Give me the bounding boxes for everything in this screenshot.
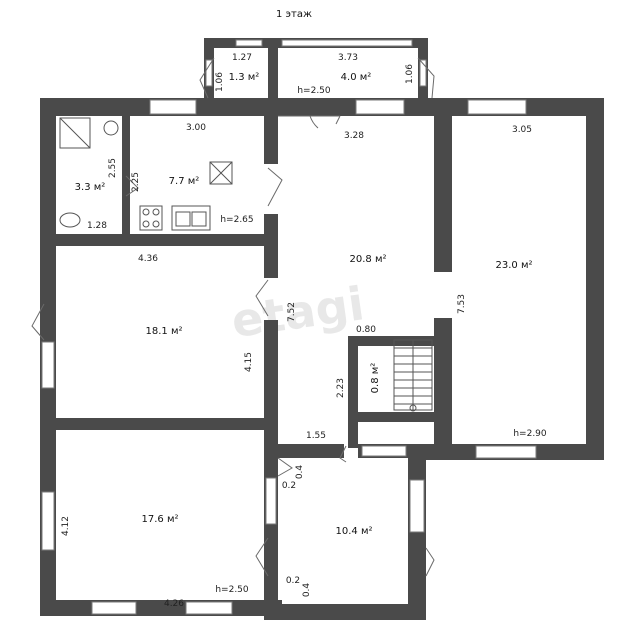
room-area-bath: 3.3 м² (75, 182, 106, 193)
dim-label: 0.80 (356, 325, 376, 335)
dimensions: 1.27 3.73 1.06 1.06 h=2.50 3.00 3.28 3.0… (61, 53, 547, 609)
dim-label: 0.4 (302, 583, 312, 598)
dim-label: 0.2 (286, 576, 300, 586)
windows (41, 39, 537, 615)
dim-label: 7.53 (457, 294, 467, 314)
dim-label: 1.28 (87, 221, 107, 231)
room-area-porch-small: 1.3 м² (229, 72, 260, 83)
dim-label: 1.27 (232, 53, 252, 63)
fixtures (59, 117, 433, 412)
dim-label: 2.55 (108, 158, 118, 178)
room-area-hall: 20.8 м² (350, 254, 387, 265)
dim-label: h=2.90 (513, 429, 547, 439)
toilet-icon (59, 212, 81, 228)
dim-label: 3.73 (338, 53, 358, 63)
dim-label: h=2.50 (297, 86, 331, 96)
dim-label: 1.55 (306, 431, 326, 441)
dim-label: h=2.50 (215, 585, 249, 595)
dim-label: 4.36 (138, 254, 158, 264)
dim-label: 0.2 (282, 481, 296, 491)
dim-label: h=2.65 (220, 215, 253, 225)
dim-label: 4.26 (164, 599, 184, 609)
room-area-bottom-left: 17.6 м² (142, 514, 179, 525)
dim-label: 4.15 (244, 352, 254, 372)
dim-label: 1.06 (405, 64, 415, 84)
watermark: etagi (228, 276, 367, 348)
dim-label: 0.4 (295, 465, 305, 480)
room-area-bottom-mid: 10.4 м² (336, 526, 373, 537)
kitchen-sink-icon (171, 205, 211, 231)
dim-label: 1.06 (215, 72, 225, 92)
floor-title: 1 этаж (276, 9, 312, 20)
room-areas: 3.3 м² 7.7 м² 20.8 м² 23.0 м² 18.1 м² 17… (75, 72, 533, 537)
room-area-kitchen: 7.7 м² (169, 176, 200, 187)
dim-label: 2.23 (336, 378, 346, 398)
sink-icon (103, 120, 119, 136)
shower-icon (59, 117, 91, 149)
dim-label: 2.25 (131, 172, 141, 192)
dim-label: 3.05 (512, 125, 532, 135)
doors (31, 57, 435, 577)
room-area-porch-large: 4.0 м² (341, 72, 372, 83)
dim-label: 4.12 (61, 516, 71, 536)
dim-label: 3.00 (186, 123, 206, 133)
dim-label: 3.28 (344, 131, 364, 141)
room-area-big-right: 23.0 м² (496, 260, 533, 271)
dim-label: 7.52 (287, 302, 297, 322)
vent-icon (209, 161, 233, 185)
room-area-living-left: 18.1 м² (146, 326, 183, 337)
room-area-closet: 0.8 м² (370, 363, 381, 394)
stairs-icon (393, 339, 433, 412)
stove-icon (139, 205, 163, 231)
